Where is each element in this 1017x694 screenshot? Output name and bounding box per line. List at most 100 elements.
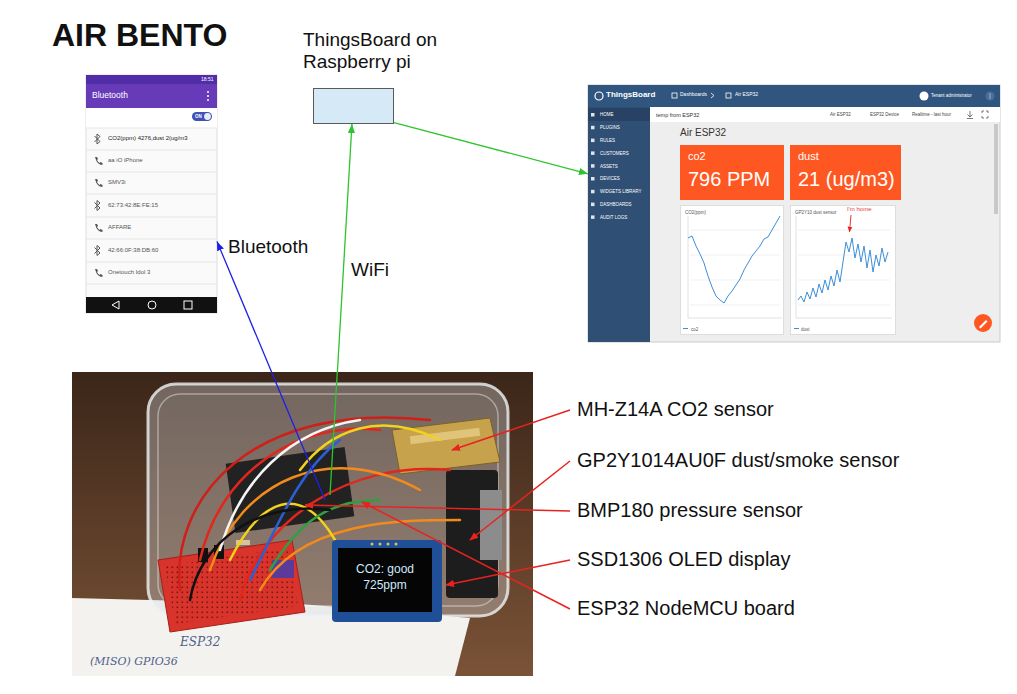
dashboard-screenshot-art — [588, 107, 650, 342]
phone-text: 42:66:0F:38:DB:60 — [108, 247, 158, 254]
dashboard-screenshot-art — [672, 93, 677, 98]
dashboard-screenshot-art — [591, 126, 595, 130]
dashboard-screenshot-art — [688, 216, 780, 303]
card-text: co2 — [688, 150, 706, 163]
dashboard-text: PLUGINS — [600, 125, 620, 130]
part-name: ESP32 NodeMCU board — [577, 597, 795, 620]
dashboard-text: Dashboards — [680, 92, 707, 98]
dashboard-screenshot-art — [683, 328, 799, 329]
chart-text: CO2(ppm) — [685, 210, 706, 215]
dashboard-text: AUDIT LOGS — [600, 215, 627, 220]
phone-screenshot-art — [86, 108, 217, 128]
dashboard-screenshot-art — [591, 215, 595, 219]
phone-screenshot-art — [86, 128, 217, 284]
diagram-title: AIR BENTO — [52, 17, 227, 54]
dashboard-screenshot-art — [798, 238, 888, 302]
dashboard-text: HOME — [600, 112, 614, 117]
dashboard-screenshot-art — [920, 92, 929, 101]
dashboard-text: Tenant administrator — [931, 93, 972, 98]
phone-screenshot-art — [112, 301, 119, 309]
leader-line — [446, 560, 570, 585]
phone-screenshot-art — [95, 179, 103, 187]
dashboard-screenshot-art — [979, 320, 988, 329]
phone-screenshot-art — [86, 84, 217, 108]
part-name: MH-Z14A CO2 sensor — [577, 398, 774, 421]
server-label: ThingsBoard on Raspberry pi — [303, 29, 463, 73]
connector-arrow — [217, 241, 272, 372]
phone-screenshot-art — [95, 201, 101, 211]
dashboard-text: WIDGETS LIBRARY — [600, 189, 641, 194]
dashboard-screenshot-art — [726, 93, 731, 98]
dashboard-text: Air ESP32 — [830, 112, 851, 117]
dashboard-text: ESP32 Device — [870, 112, 899, 117]
phone-screenshot-art — [95, 224, 103, 232]
chart-text: co2 — [691, 327, 698, 332]
handwritten-note: ESP32 — [180, 636, 220, 650]
part-name: BMP180 pressure sensor — [577, 499, 803, 522]
oled-display: CO2: good 725ppm — [338, 548, 432, 612]
dashboard-screenshot-art — [591, 177, 595, 181]
device-photo: ESP32(MISO) GPIO36CO2: good 725ppm — [72, 372, 533, 676]
dashboard-screenshot-art — [986, 92, 995, 101]
phone-text: SMV3i — [108, 179, 126, 186]
device-photo-art — [300, 426, 440, 470]
phone-screenshot: 18:51BluetoothON CO2(ppm) 4276,dust 2(ug/… — [86, 75, 217, 313]
device-photo-art — [379, 543, 382, 546]
dashboard-screenshot-art — [588, 85, 1000, 342]
phone-text: 62:73:42:8E:FE:15 — [108, 202, 158, 209]
device-photo-art — [410, 428, 480, 444]
phone-text: 18:51 — [201, 77, 214, 83]
part-name: GP2Y1014AU0F dust/smoke sensor — [577, 449, 899, 472]
phone-text: aa iO iPhone — [108, 157, 143, 164]
dashboard-text: DEVICES — [600, 176, 620, 181]
dashboard-screenshot-art — [989, 93, 990, 94]
phone-screenshot-art — [207, 91, 209, 93]
card-text: 21 (ug/m3) — [798, 168, 895, 191]
device-photo-art — [332, 540, 442, 622]
dashboard-screenshot-art — [994, 124, 998, 214]
dashboard-screenshot-art — [591, 164, 595, 168]
dashboard-screenshot-art — [989, 97, 990, 98]
chart-text: dust — [801, 327, 810, 332]
dashboard-screenshot-art — [974, 314, 992, 332]
phone-screenshot-art — [95, 246, 101, 256]
dashboard-screenshot-art — [989, 95, 990, 96]
device-photo-art — [480, 490, 502, 560]
dashboard-text: Air ESP32 — [680, 127, 726, 139]
value-card: dust21 (ug/m3) — [790, 145, 901, 200]
dashboard-screenshot-art — [591, 151, 595, 155]
phone-screenshot-art — [86, 75, 217, 313]
device-photo-art — [392, 418, 500, 474]
dashboard-screenshot-art — [591, 139, 595, 143]
device-photo-art — [371, 543, 398, 546]
leader-line — [452, 410, 570, 450]
chart-card: CO2(ppm) co2 — [680, 205, 784, 335]
device-photo-art — [371, 543, 374, 546]
connector-arrow — [394, 123, 588, 174]
phone-screenshot-art — [184, 301, 192, 309]
device-photo-art — [72, 372, 533, 676]
phone-screenshot-art — [86, 75, 217, 313]
phone-text: Bluetooth — [92, 91, 128, 101]
dashboard-screenshot-art — [591, 113, 595, 219]
dashboard-screenshot-art — [967, 111, 973, 119]
phone-screenshot-art — [204, 113, 211, 120]
chart-card: GP2Y10 dust sensorI'm homedust — [790, 205, 896, 335]
connector-arrow — [337, 124, 352, 372]
dashboard-screenshot-art — [591, 203, 595, 207]
dashboard-text: temp from ESP32 — [656, 112, 699, 118]
phone-text: ON — [195, 114, 202, 119]
dashboard-text: Realtime - last hour — [912, 112, 951, 117]
phone-screenshot-art — [148, 301, 156, 309]
phone-text: CO2(ppm) 4276,dust 2(ug/m3 — [108, 135, 188, 142]
chart-text: I'm home — [847, 206, 872, 213]
dashboard-text: CUSTOMERS — [600, 151, 629, 156]
leader-line — [305, 505, 570, 511]
dashboard-screenshot-art — [680, 205, 784, 335]
device-photo-art — [190, 508, 330, 600]
phone-screenshot-art — [192, 112, 212, 121]
device-photo-art — [387, 543, 390, 546]
phone-text: AFFARE — [108, 224, 131, 231]
